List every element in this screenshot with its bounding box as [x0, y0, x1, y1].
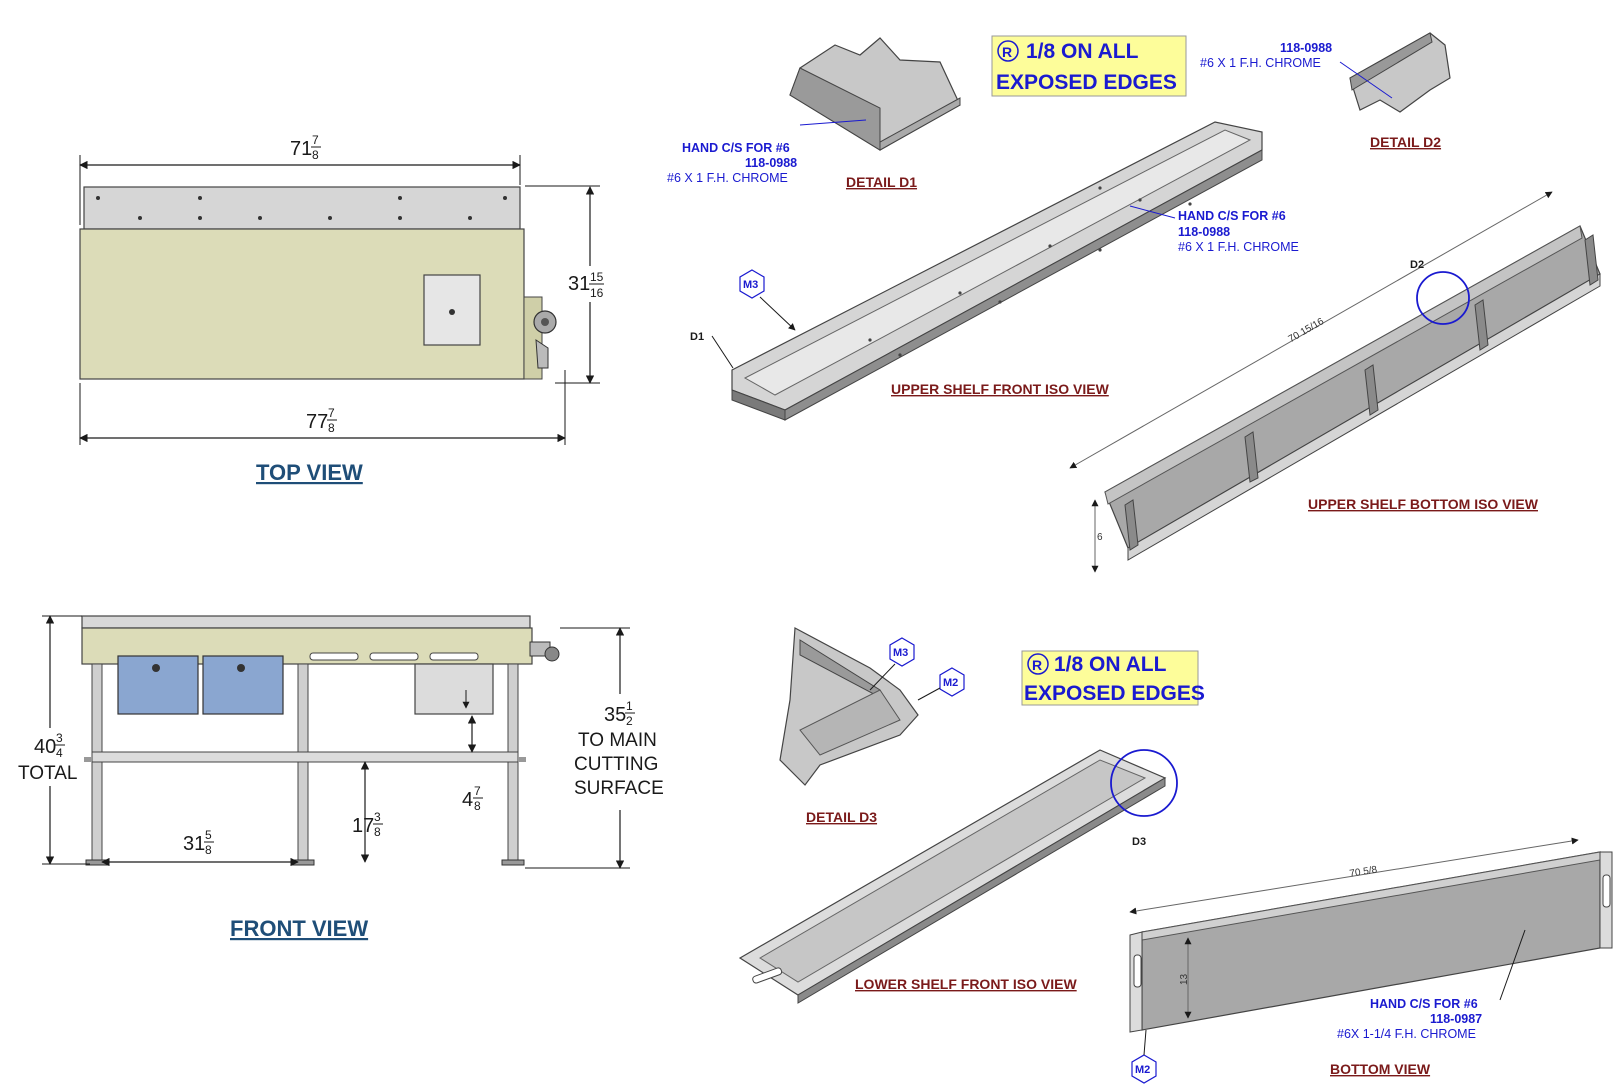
upper-length-label: 70 15/16	[1287, 316, 1327, 345]
dim-top-whole: 71	[290, 138, 312, 160]
lower-front-iso-label: LOWER SHELF FRONT ISO VIEW	[855, 976, 1077, 992]
upper-front-iso-label: UPPER SHELF FRONT ISO VIEW	[891, 381, 1110, 397]
cut-label-3: SURFACE	[574, 778, 664, 799]
cut-label-1: TO MAIN	[578, 730, 657, 751]
d2-note-1: 118-0988	[1280, 41, 1332, 55]
handle-left	[1133, 954, 1142, 988]
dim-bottom-den: 8	[328, 421, 335, 435]
total-label: TOTAL	[18, 763, 77, 784]
detail-d2-sketch	[1349, 32, 1451, 113]
callout-m3-upper-label: M3	[743, 279, 758, 291]
dim-bottom-whole: 77	[306, 411, 328, 433]
shelf-dividers	[1124, 234, 1599, 551]
front-view-title: FRONT VIEW	[230, 916, 368, 941]
d2-note-2: #6 X 1 F.H. CHROME	[1200, 56, 1321, 70]
callout-d2-label: D2	[1410, 259, 1424, 271]
callout-d3-label: D3	[1132, 836, 1146, 848]
detail-d1-label: DETAIL D1	[846, 174, 917, 190]
lower-height-label: 13	[1179, 973, 1190, 985]
callout-m2-lower	[939, 667, 965, 697]
callout-d2-circle	[1416, 271, 1470, 325]
cut-label-2: CUTTING	[574, 754, 658, 775]
dim-drawer-num: 7	[474, 784, 481, 798]
detail-d3-label: DETAIL D3	[806, 809, 877, 825]
dim-side-den: 16	[590, 286, 604, 300]
notice-upper-1: 1/8 ON ALL	[1026, 40, 1139, 63]
leg-2	[297, 663, 309, 865]
dim-shelf-den: 8	[374, 825, 381, 839]
callout-d3-circle	[1110, 749, 1178, 817]
top-view-title: TOP VIEW	[256, 460, 363, 485]
callout-d1-label: D1	[690, 331, 704, 343]
detail-d2-label: DETAIL D2	[1370, 134, 1441, 150]
dim-shelf-whole: 17	[352, 815, 374, 837]
handle-right	[1602, 874, 1611, 908]
mid-note-3: #6 X 1 F.H. CHROME	[1178, 240, 1299, 254]
lower-length-label: 70 5/8	[1349, 864, 1379, 879]
notice-lower-symbol: R	[1032, 657, 1042, 673]
radius-symbol-icon	[997, 40, 1019, 62]
dim-drawer-whole: 4	[462, 789, 473, 811]
dim-top-den: 8	[312, 148, 319, 162]
bottom-view-label: BOTTOM VIEW	[1330, 1061, 1431, 1077]
dim-bottom-num: 7	[328, 406, 335, 420]
d1-note-2: 118-0988	[745, 156, 797, 170]
callout-m2-bottom	[1131, 1054, 1157, 1084]
radius-symbol-lower-icon	[1027, 653, 1049, 675]
notice-lower-1: 1/8 ON ALL	[1054, 653, 1167, 676]
upper-shelf-section: R 1/8 ON ALL EXPOSED EDGES HAND C/S FOR …	[667, 32, 1601, 573]
dim-cut-num: 1	[626, 699, 633, 713]
notice-upper-2: EXPOSED EDGES	[996, 71, 1177, 94]
dim-drawer-den: 8	[474, 799, 481, 813]
callout-m3-upper	[739, 269, 765, 299]
callout-m3-lower	[889, 637, 915, 667]
dim-total-whole: 40	[34, 736, 56, 758]
notice-box-upper	[991, 35, 1187, 97]
dim-leg-num: 5	[205, 828, 212, 842]
dim-shelf-num: 3	[374, 810, 381, 824]
dim-total-num: 3	[56, 731, 63, 745]
leg-1	[91, 663, 103, 865]
cutting-surface	[81, 615, 531, 629]
dim-side-num: 15	[590, 270, 604, 284]
callout-m2-lower-label: M2	[943, 677, 958, 689]
d1-note-1: HAND C/S FOR #6	[682, 141, 790, 155]
dim-top-num: 7	[312, 133, 319, 147]
d1-note-3: #6 X 1 F.H. CHROME	[667, 171, 788, 185]
notice-box-lower	[1021, 650, 1199, 706]
upper-bottom-iso-label: UPPER SHELF BOTTOM ISO VIEW	[1308, 496, 1539, 512]
dim-total-den: 4	[56, 746, 63, 760]
callout-m2-bottom-label: M2	[1135, 1064, 1150, 1076]
callout-m3-lower-label: M3	[893, 647, 908, 659]
top-view: 71 7 8 31 15 16 77 7	[79, 133, 608, 485]
bottom-note-3: #6X 1-1/4 F.H. CHROME	[1337, 1027, 1476, 1041]
backsplash	[83, 186, 521, 230]
bottom-note-2: 118-0987	[1430, 1012, 1482, 1026]
drawer	[414, 663, 494, 715]
dim-side-whole: 31	[568, 273, 590, 295]
notice-lower-2: EXPOSED EDGES	[1024, 682, 1205, 705]
dim-leg-den: 8	[205, 843, 212, 857]
notice-upper-symbol: R	[1002, 44, 1012, 60]
mid-note-1: HAND C/S FOR #6	[1178, 209, 1286, 223]
lower-shelf-section: R 1/8 ON ALL EXPOSED EDGES M3 M2 DETAIL …	[738, 627, 1613, 1084]
upper-height-label: 6	[1097, 532, 1103, 543]
leg-3	[507, 663, 519, 865]
dim-leg-whole: 31	[183, 833, 205, 855]
mid-note-2: 118-0988	[1178, 225, 1230, 239]
bottom-note-1: HAND C/S FOR #6	[1370, 997, 1478, 1011]
backsplash-screws	[96, 196, 507, 220]
front-view: 40 3 4 TOTAL 31 5 8 17 3 8 4 7 8 35 1 2 …	[18, 615, 672, 941]
dim-cut-den: 2	[626, 714, 633, 728]
dim-cut-whole: 35	[604, 704, 626, 726]
lower-shelf	[91, 751, 519, 763]
